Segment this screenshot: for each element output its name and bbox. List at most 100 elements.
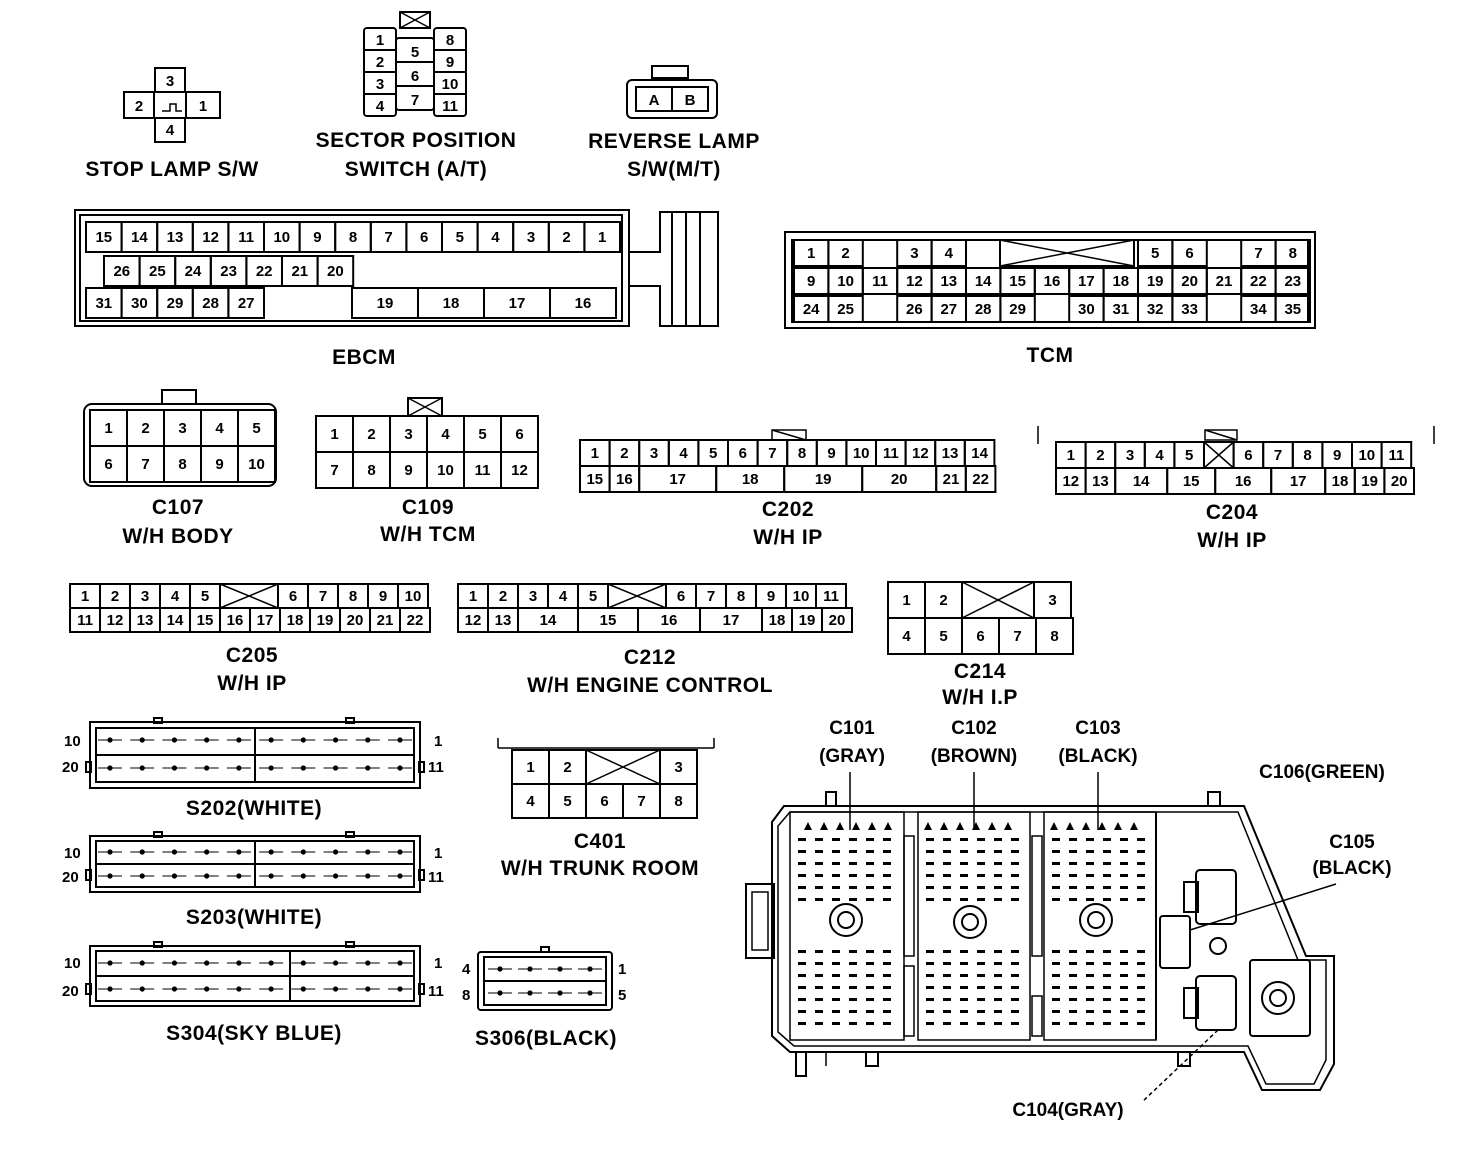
pin-label: 8 — [674, 793, 682, 810]
pin-label: 5 — [411, 44, 419, 61]
terminal — [1137, 886, 1145, 889]
pin-label: 15 — [1009, 273, 1026, 290]
terminal — [960, 998, 968, 1001]
terminal — [815, 874, 823, 877]
terminal — [1052, 874, 1060, 877]
terminal — [1011, 898, 1019, 901]
pin-label: 6 — [1244, 447, 1252, 464]
pin-label: 5 — [201, 588, 209, 605]
leader-lines — [849, 772, 1337, 1103]
terminal — [798, 898, 806, 901]
pin-label: 2 — [141, 420, 149, 437]
pin-cell — [827, 295, 864, 323]
terminal — [849, 962, 857, 965]
pin-label: 7 — [384, 229, 392, 246]
terminal — [815, 886, 823, 889]
pin-label: 20 — [891, 471, 908, 488]
pin-label: 4 — [1155, 447, 1164, 464]
c214-subtitle: W/H I.P — [942, 686, 1018, 709]
terminal — [926, 962, 934, 965]
terminal — [1052, 886, 1060, 889]
pin-label: 13 — [940, 273, 957, 290]
pin-label: 6 — [1185, 245, 1193, 262]
terminal — [977, 838, 985, 841]
terminal — [798, 850, 806, 853]
pin-cell — [583, 221, 622, 253]
terminal-key — [1130, 822, 1138, 830]
terminal — [960, 1022, 968, 1025]
terminal — [1086, 986, 1094, 989]
pin-label: 1 — [526, 759, 534, 776]
pin-label: 14 — [975, 273, 992, 290]
terminal — [1052, 986, 1060, 989]
s202-connector — [85, 717, 425, 789]
pin-label: 16 — [661, 612, 678, 629]
pin-label: 12 — [511, 462, 528, 479]
terminal — [1103, 1010, 1111, 1013]
terminal — [1052, 1022, 1060, 1025]
pin-label: 5 — [589, 588, 597, 605]
pin-label: 20 — [1391, 473, 1408, 490]
s203-title: S203(WHITE) — [186, 906, 322, 929]
pin-label: 20 — [347, 612, 364, 629]
terminal — [977, 1010, 985, 1013]
pin-label: 1 — [591, 445, 599, 462]
pin-cell — [237, 445, 276, 483]
pin-label: 10 — [793, 588, 810, 605]
terminal — [1069, 950, 1077, 953]
pin-label: 6 — [600, 793, 608, 810]
pin-label: 12 — [912, 445, 929, 462]
pin-cell — [659, 783, 698, 819]
pin-label: 25 — [837, 301, 854, 318]
pin-label: 9 — [1333, 447, 1341, 464]
terminal — [1137, 850, 1145, 853]
c401-subtitle: W/H TRUNK ROOM — [501, 857, 699, 880]
terminal — [1086, 862, 1094, 865]
pin-label: 7 — [319, 588, 327, 605]
terminal — [1069, 974, 1077, 977]
pin-label: 1 — [81, 588, 89, 605]
pin-label: 3 — [674, 759, 682, 776]
terminal — [1069, 850, 1077, 853]
pin-label: 6 — [739, 445, 747, 462]
terminal-key — [988, 822, 996, 830]
pin-label: 5 — [618, 987, 626, 1004]
terminal — [1103, 1022, 1111, 1025]
terminal — [994, 1022, 1002, 1025]
terminal — [994, 962, 1002, 965]
pin-label: 11 — [428, 983, 444, 1000]
terminal — [960, 862, 968, 865]
pin-label: 14 — [1133, 473, 1150, 490]
terminal — [1120, 886, 1128, 889]
pin-cell — [399, 607, 431, 633]
pin-label: 12 — [465, 612, 482, 629]
terminal — [943, 962, 951, 965]
pin-label: 21 — [291, 263, 308, 280]
pin-cell — [227, 287, 265, 319]
pin-label: 1 — [598, 229, 606, 246]
terminal — [1011, 850, 1019, 853]
terminal — [1137, 1022, 1145, 1025]
terminal — [926, 1010, 934, 1013]
pin-label: 1 — [104, 420, 112, 437]
c109-title: C109 — [402, 496, 454, 519]
pin-label: 19 — [799, 612, 816, 629]
terminal — [849, 1010, 857, 1013]
terminal — [926, 850, 934, 853]
terminal-key — [1004, 822, 1012, 830]
pin-label: 5 — [709, 445, 717, 462]
pin-label: 31 — [95, 295, 112, 312]
terminal — [1011, 874, 1019, 877]
terminal — [1011, 1010, 1019, 1013]
terminal — [815, 1010, 823, 1013]
pin-label: 4 — [376, 98, 385, 115]
terminal — [849, 950, 857, 953]
pin-label: 10 — [273, 229, 290, 246]
pin-label: 19 — [377, 295, 394, 312]
pin-label: 2 — [1096, 447, 1104, 464]
pin-label: 27 — [238, 295, 255, 312]
terminal — [960, 886, 968, 889]
terminal — [1086, 886, 1094, 889]
pin-label: 3 — [141, 588, 149, 605]
